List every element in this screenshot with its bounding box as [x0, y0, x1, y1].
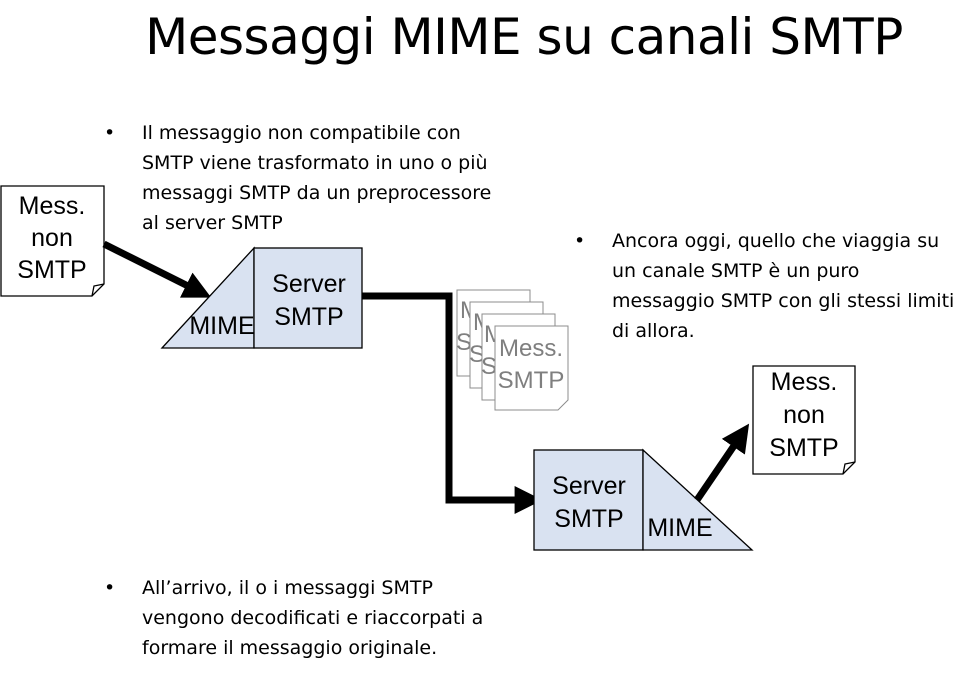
bullet-marker: • [104, 122, 116, 144]
arrow-to-output [694, 423, 750, 502]
output-document: Mess. non SMTP [752, 365, 856, 475]
page-title: Messaggi MIME su canali SMTP [145, 8, 903, 66]
stack-doc-4-line-2: SMTP [498, 367, 565, 394]
smtp-message-stack: Mess. SMTP Mess. SMTP Mess. SMTP Mess. S… [456, 289, 569, 411]
input-doc-line-1: Mess. [19, 192, 86, 220]
output-doc-line-3: SMTP [769, 434, 838, 462]
right-server-line-2: SMTP [554, 505, 623, 533]
bullet-preprocessing: • Il messaggio non compatibile con SMTP … [104, 118, 502, 238]
output-doc-line-2: non [783, 401, 825, 429]
bullet-still-today: • Ancora oggi, quello che viaggia su un … [574, 226, 967, 346]
output-doc-line-1: Mess. [771, 368, 838, 396]
left-server-line-1: Server [272, 270, 346, 298]
right-server-line-1: Server [552, 472, 626, 500]
bullet-arrival: • All’arrivo, il o i messaggi SMTP vengo… [104, 573, 512, 663]
input-doc-line-2: non [31, 224, 73, 252]
stack-doc-4: Mess. SMTP [494, 325, 569, 411]
bullet-marker: • [104, 577, 116, 599]
input-document: Mess. non SMTP [0, 185, 105, 297]
stack-doc-4-line-1: Mess. [499, 335, 563, 362]
arrow-into-server [102, 240, 212, 298]
left-server-line-2: SMTP [274, 303, 343, 331]
bullet-text: Ancora oggi, quello che viaggia su un ca… [612, 230, 955, 342]
left-mime-label: MIME [189, 312, 254, 340]
input-doc-line-3: SMTP [17, 256, 86, 284]
bullet-text: All’arrivo, il o i messaggi SMTP vengono… [142, 577, 484, 659]
right-mime-label: MIME [647, 514, 712, 542]
left-server: MIME Server SMTP [160, 246, 363, 349]
bullet-text: Il messaggio non compatibile con SMTP vi… [142, 122, 492, 234]
smtp-channel-path [362, 292, 512, 504]
bullet-marker: • [574, 230, 586, 252]
